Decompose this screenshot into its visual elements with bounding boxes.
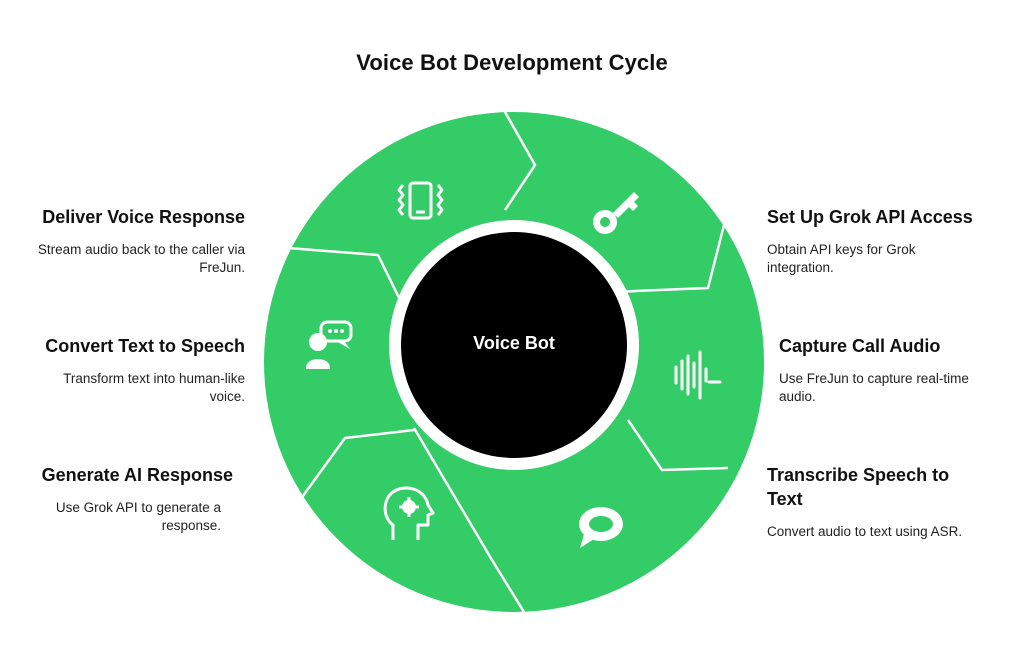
step-heading: Transcribe Speech to Text bbox=[767, 465, 950, 509]
step-generate-ai-response: Generate AI Response Use Grok API to gen… bbox=[0, 463, 233, 535]
brain-gear-icon bbox=[383, 486, 435, 540]
step-heading: Capture Call Audio bbox=[779, 336, 941, 356]
center-circle bbox=[401, 232, 627, 458]
step-set-up-grok-api-access: Set Up Grok API Access Obtain API keys f… bbox=[767, 205, 1007, 277]
step-capture-call-audio: Capture Call Audio Use FreJun to capture… bbox=[779, 334, 1019, 406]
segment-dividers bbox=[287, 111, 729, 613]
step-heading: Deliver Voice Response bbox=[42, 207, 245, 227]
step-description: Use FreJun to capture real-time audio. bbox=[779, 371, 969, 404]
page-title: Voice Bot Development Cycle bbox=[356, 50, 668, 75]
step-transcribe-speech-to-text: Transcribe Speech to Text Convert audio … bbox=[767, 463, 977, 541]
step-description: Transform text into human-like voice. bbox=[63, 371, 245, 404]
step-description: Use Grok API to generate a response. bbox=[55, 500, 221, 533]
step-heading: Set Up Grok API Access bbox=[767, 207, 973, 227]
speech-bubble-icon bbox=[579, 507, 623, 548]
step-description: Stream audio back to the caller via FreJ… bbox=[37, 242, 245, 275]
step-description: Convert audio to text using ASR. bbox=[767, 524, 963, 539]
step-convert-text-to-speech: Convert Text to Speech Transform text in… bbox=[5, 334, 245, 406]
step-heading: Generate AI Response bbox=[41, 465, 233, 485]
center-label: Voice Bot bbox=[473, 333, 555, 353]
step-description: Obtain API keys for Grok integration. bbox=[767, 242, 916, 275]
audio-waveform-icon bbox=[674, 350, 722, 400]
vibrating-phone-icon bbox=[397, 181, 444, 220]
step-deliver-voice-response: Deliver Voice Response Stream audio back… bbox=[5, 205, 245, 277]
key-icon bbox=[593, 192, 639, 234]
speaking-person-icon bbox=[306, 320, 353, 369]
step-heading: Convert Text to Speech bbox=[45, 336, 245, 356]
